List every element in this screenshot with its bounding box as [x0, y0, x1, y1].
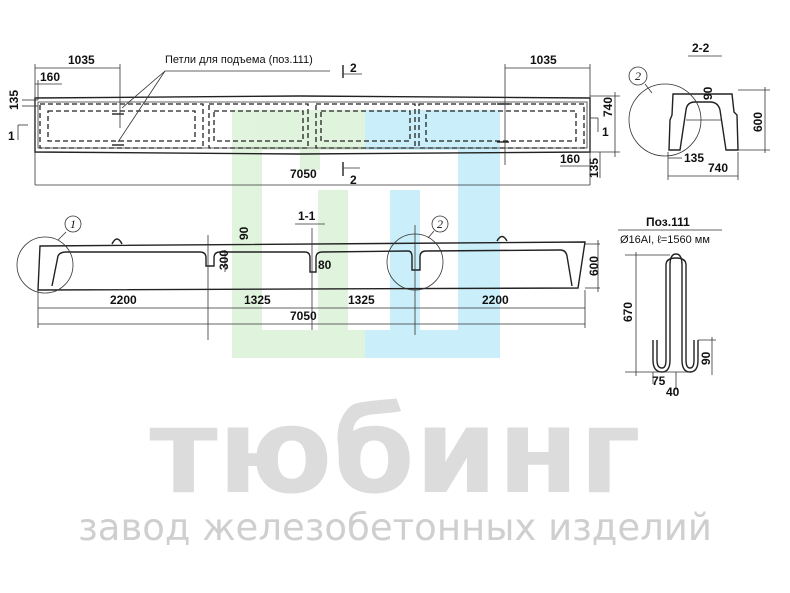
section-1-1-dim-7050: 7050 — [290, 309, 317, 323]
section-1-1-dim-1325-left: 1325 — [244, 293, 271, 307]
pos-111-title: Поз.111 — [646, 215, 690, 229]
detail-marker-1: 1 — [70, 217, 76, 231]
plan-dim-1035-right: 1035 — [530, 53, 557, 67]
section-1-1-dim-600: 600 — [587, 256, 601, 276]
pos-111-drawing — [618, 229, 722, 390]
plan-dim-7050: 7050 — [290, 167, 317, 181]
section-2-2-dim-740: 740 — [708, 161, 728, 175]
section-1-1 — [16, 215, 600, 340]
section-1-1-dim-90: 90 — [237, 226, 251, 240]
section-1-1-dim-2200-left: 2200 — [110, 293, 137, 307]
plan-dim-135-right: 135 — [587, 158, 601, 178]
section-mark-2-top: 2 — [350, 61, 357, 75]
section-2-2-dim-90: 90 — [701, 86, 715, 100]
plan-dim-135-left: 135 — [7, 90, 21, 110]
watermark-logo — [232, 110, 500, 358]
pos-111-spec: Ø16AI, ℓ=1560 мм — [620, 234, 710, 246]
plan-dim-160-right: 160 — [560, 152, 580, 166]
plan-view — [17, 64, 620, 186]
plan-dim-1035-left: 1035 — [68, 53, 95, 67]
section-1-1-dim-1325-right: 1325 — [348, 293, 375, 307]
pos-111-dim-90: 90 — [699, 351, 713, 365]
section-2-2-title: 2-2 — [692, 41, 710, 55]
section-2-2-dim-135: 135 — [684, 151, 704, 165]
section-1-1-dim-80: 80 — [318, 258, 332, 272]
section-2-2 — [628, 55, 770, 180]
section-mark-1-right: 1 — [602, 125, 609, 139]
pos-111-dim-670: 670 — [621, 302, 635, 322]
pos-111-dim-40: 40 — [666, 385, 680, 399]
watermark-tagline: завод железобетонных изделий — [78, 506, 712, 549]
section-mark-2-bottom: 2 — [350, 173, 357, 187]
watermark-brand: тюбинг — [149, 382, 640, 520]
plan-dim-740: 740 — [601, 97, 615, 117]
plan-dim-160-left: 160 — [40, 70, 60, 84]
section-1-1-dim-2200-right: 2200 — [482, 293, 509, 307]
lifting-loops-callout: Петли для подъема (поз.111) — [165, 54, 313, 66]
pos-111-dim-75: 75 — [652, 374, 666, 388]
section-1-1-title: 1-1 — [298, 209, 316, 223]
section-mark-1-left: 1 — [8, 129, 15, 143]
detail-marker-2-section: 2 — [635, 69, 641, 83]
detail-marker-2: 2 — [437, 217, 443, 231]
section-1-1-dim-300: 300 — [217, 250, 231, 270]
section-2-2-dim-600: 600 — [751, 112, 765, 132]
